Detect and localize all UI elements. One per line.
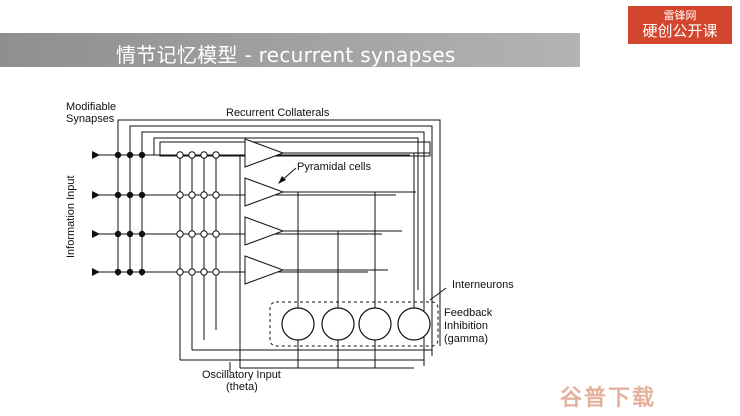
slide-title: 情节记忆模型 - recurrent synapses xyxy=(116,43,456,67)
recurrent-synapse xyxy=(176,151,184,159)
label-modifiable: Modifiable xyxy=(66,101,116,113)
label-synapses: Synapses xyxy=(66,113,115,125)
label-oscillatory-input: Oscillatory Input xyxy=(202,369,281,381)
title-bar xyxy=(0,33,580,67)
recurrent-synapse xyxy=(176,191,184,199)
brand-line1: 雷锋网 xyxy=(663,9,697,22)
input-arrow xyxy=(92,151,100,159)
pyramidal-cell xyxy=(244,216,285,246)
recurrent-synapse xyxy=(176,230,184,238)
interneuron xyxy=(321,307,355,341)
label-pyramidal-cells: Pyramidal cells xyxy=(297,161,371,173)
modifiable-synapse xyxy=(126,230,134,238)
brand-logo: 雷锋网 硬创公开课 xyxy=(628,6,732,44)
pyramidal-cell xyxy=(244,138,285,168)
recurrent-synapse xyxy=(176,268,184,276)
modifiable-synapse xyxy=(126,268,134,276)
input-arrow xyxy=(92,191,100,199)
recurrent-synapse xyxy=(212,151,220,159)
label-theta: (theta) xyxy=(226,381,258,393)
input-arrow xyxy=(92,268,100,276)
modifiable-synapse xyxy=(126,151,134,159)
modifiable-synapse xyxy=(138,268,146,276)
label-interneurons: Interneurons xyxy=(452,279,514,291)
interneuron xyxy=(358,307,392,341)
recurrent-synapse xyxy=(188,230,196,238)
modifiable-synapse xyxy=(114,191,122,199)
recurrent-synapse xyxy=(212,191,220,199)
pyramidal-cell xyxy=(244,255,285,285)
modifiable-synapse xyxy=(138,151,146,159)
modifiable-synapse xyxy=(138,230,146,238)
label-gamma: (gamma) xyxy=(444,333,488,345)
recurrent-synapse xyxy=(200,191,208,199)
modifiable-synapse xyxy=(126,191,134,199)
modifiable-synapse xyxy=(114,230,122,238)
label-recurrent-collaterals: Recurrent Collaterals xyxy=(226,107,330,119)
recurrent-synapse xyxy=(188,151,196,159)
modifiable-synapse xyxy=(138,191,146,199)
modifiable-synapse xyxy=(114,268,122,276)
interneuron xyxy=(397,307,431,341)
recurrent-synapse xyxy=(212,230,220,238)
watermark: 谷普下载 xyxy=(560,386,657,411)
interneuron xyxy=(281,307,315,341)
label-information-input: Information Input xyxy=(65,175,77,258)
pyramidal-cell xyxy=(244,177,285,207)
modifiable-synapse xyxy=(114,151,122,159)
brand-line2: 硬创公开课 xyxy=(642,22,718,40)
recurrent-synapse xyxy=(200,268,208,276)
label-inhibition: Inhibition xyxy=(444,320,488,332)
recurrent-synapse xyxy=(212,268,220,276)
input-arrow xyxy=(92,230,100,238)
recurrent-synapse xyxy=(200,230,208,238)
recurrent-synapse xyxy=(188,191,196,199)
label-feedback: Feedback xyxy=(444,307,493,319)
recurrent-synapse xyxy=(188,268,196,276)
recurrent-synapse xyxy=(200,151,208,159)
